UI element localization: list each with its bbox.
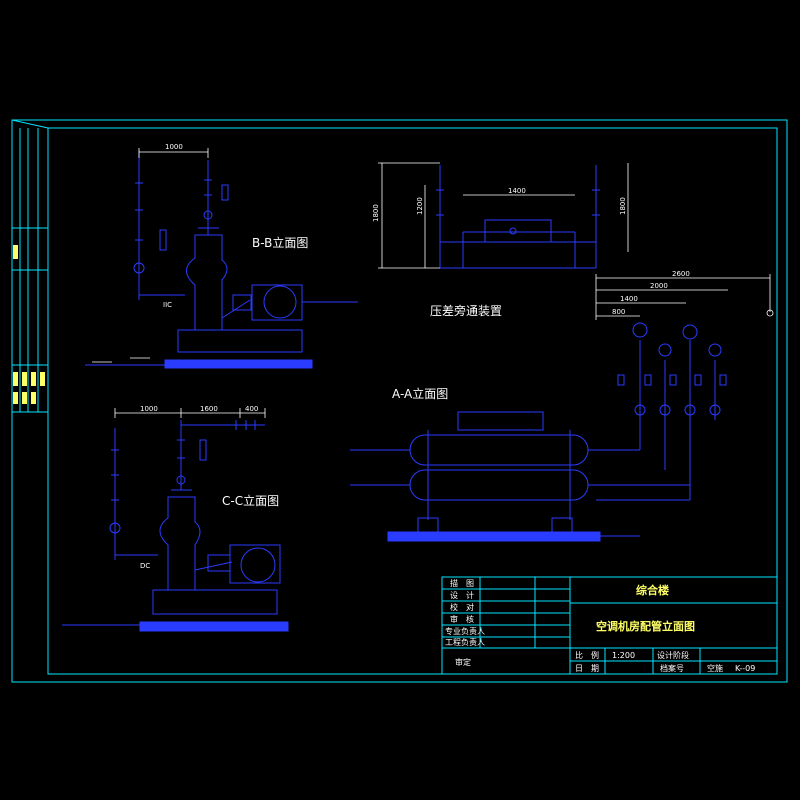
cc-dim-1600: 1600 [200, 405, 218, 413]
aa-dim-2000: 2000 [650, 282, 668, 290]
tb-role-5: 工程负责人 [445, 637, 485, 647]
aa-dimension [595, 274, 774, 320]
bypass-device [436, 165, 600, 269]
tb-drawing-title: 空调机房配管立面图 [596, 619, 695, 633]
tb-file-label: 档案号 [660, 663, 684, 673]
bypass-dim-1400: 1400 [508, 187, 526, 195]
bb-title: B-B立面图 [252, 235, 308, 250]
bypass-title: 压差旁通装置 [430, 303, 502, 318]
cc-title: C-C立面图 [222, 493, 279, 508]
bypass-dim-1800-left: 1800 [372, 204, 380, 222]
tb-review-label: 审定 [455, 657, 471, 667]
tb-project: 综合楼 [636, 583, 669, 597]
aa-title: A-A立面图 [392, 386, 448, 401]
binding-strip-marks [13, 245, 45, 404]
bypass-dimension [378, 162, 629, 269]
bypass-dim-1800-right: 1800 [619, 197, 627, 215]
tb-discipline: 空施 [707, 663, 723, 673]
aa-dim-2600: 2600 [672, 270, 690, 278]
aa-elevation [350, 322, 727, 542]
tb-role-1: 设 计 [450, 590, 474, 600]
tb-sheet-no: K--09 [735, 664, 755, 673]
bb-elevation [85, 150, 358, 369]
tb-stage-label: 设计阶段 [657, 650, 689, 660]
drawing-frame [11, 119, 788, 683]
cc-dim-400: 400 [245, 405, 258, 413]
cc-elevation [62, 420, 289, 632]
tb-date-label: 日 期 [575, 664, 599, 673]
bb-dimension [92, 148, 209, 363]
aa-dim-1400: 1400 [620, 295, 638, 303]
bb-label-iic: IIC [163, 301, 172, 309]
title-block [441, 576, 778, 675]
cc-dim-1000: 1000 [140, 405, 158, 413]
tb-role-2: 校 对 [450, 602, 474, 612]
tb-scale-label: 比 例 [575, 650, 599, 660]
aa-dim-800: 800 [612, 308, 625, 316]
bypass-dim-1200-left: 1200 [416, 197, 424, 215]
cc-label-dc: DC [140, 562, 150, 570]
tb-role-0: 描 图 [450, 578, 474, 588]
tb-role-4: 专业负责人 [445, 626, 485, 636]
cc-dimension [114, 408, 266, 418]
tb-scale-value: 1:200 [612, 651, 635, 660]
bb-dim-1000: 1000 [165, 143, 183, 151]
tb-role-3: 审 核 [450, 614, 474, 624]
